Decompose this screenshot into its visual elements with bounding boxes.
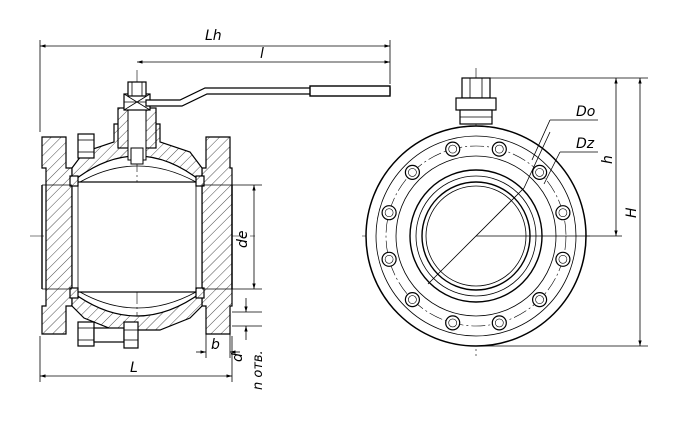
bolt-hole <box>381 251 397 267</box>
bolt-hole <box>491 141 507 157</box>
bolt-hole <box>555 251 571 267</box>
dim-label-l: l <box>260 46 264 62</box>
bolt-hole <box>491 315 507 331</box>
bolt-hole-inner <box>448 318 458 328</box>
side-view-dimensions: Lh l de b d n отв. L <box>39 28 391 390</box>
bolt-hole <box>555 205 571 221</box>
dim-label-de: de <box>235 231 251 249</box>
flange-bolt-bottom <box>77 321 139 349</box>
bolt-holes <box>381 141 571 331</box>
dim-label-Lh: Lh <box>205 28 222 44</box>
bolt-hole <box>445 315 461 331</box>
dim-label-d: d <box>230 353 246 362</box>
top-nut <box>461 77 491 99</box>
bolt-hole-inner <box>494 144 504 154</box>
bolt-hole <box>404 292 420 308</box>
dim-label-n-otv: n отв. <box>251 350 266 390</box>
front-view: Do Dz <box>362 68 598 356</box>
bolt-hole-inner <box>408 168 417 177</box>
dim-label-H: H <box>624 207 640 218</box>
bolt-hole <box>404 164 420 180</box>
side-view <box>30 70 391 349</box>
bolt-hole-inner <box>494 318 504 328</box>
ball-bore <box>71 181 203 293</box>
bolt-hole-inner <box>448 144 458 154</box>
bolt-hole <box>531 292 548 308</box>
front-view-dimensions: h H <box>476 77 648 347</box>
dim-label-b: b <box>211 337 220 353</box>
bolt-hole <box>445 141 461 157</box>
bolt-hole-inner <box>558 208 568 217</box>
body-lower <box>71 290 203 331</box>
bolt-hole-inner <box>384 254 394 264</box>
bolt-hole-inner <box>535 295 544 304</box>
bolt-hole-inner <box>384 208 394 217</box>
bolt-hole-inner <box>408 295 417 304</box>
bolt-hole <box>531 164 548 180</box>
bolt-hole-inner <box>535 168 544 177</box>
dim-label-Dz: Dz <box>576 136 595 152</box>
flange-bolt-top <box>77 133 95 159</box>
bolt-hole-inner <box>558 254 568 264</box>
dim-label-Do: Do <box>576 104 595 120</box>
dim-label-L: L <box>130 360 138 376</box>
bolt-hole <box>381 205 397 221</box>
left-flange <box>41 136 73 335</box>
dim-label-h: h <box>600 155 616 164</box>
right-flange <box>201 136 233 335</box>
